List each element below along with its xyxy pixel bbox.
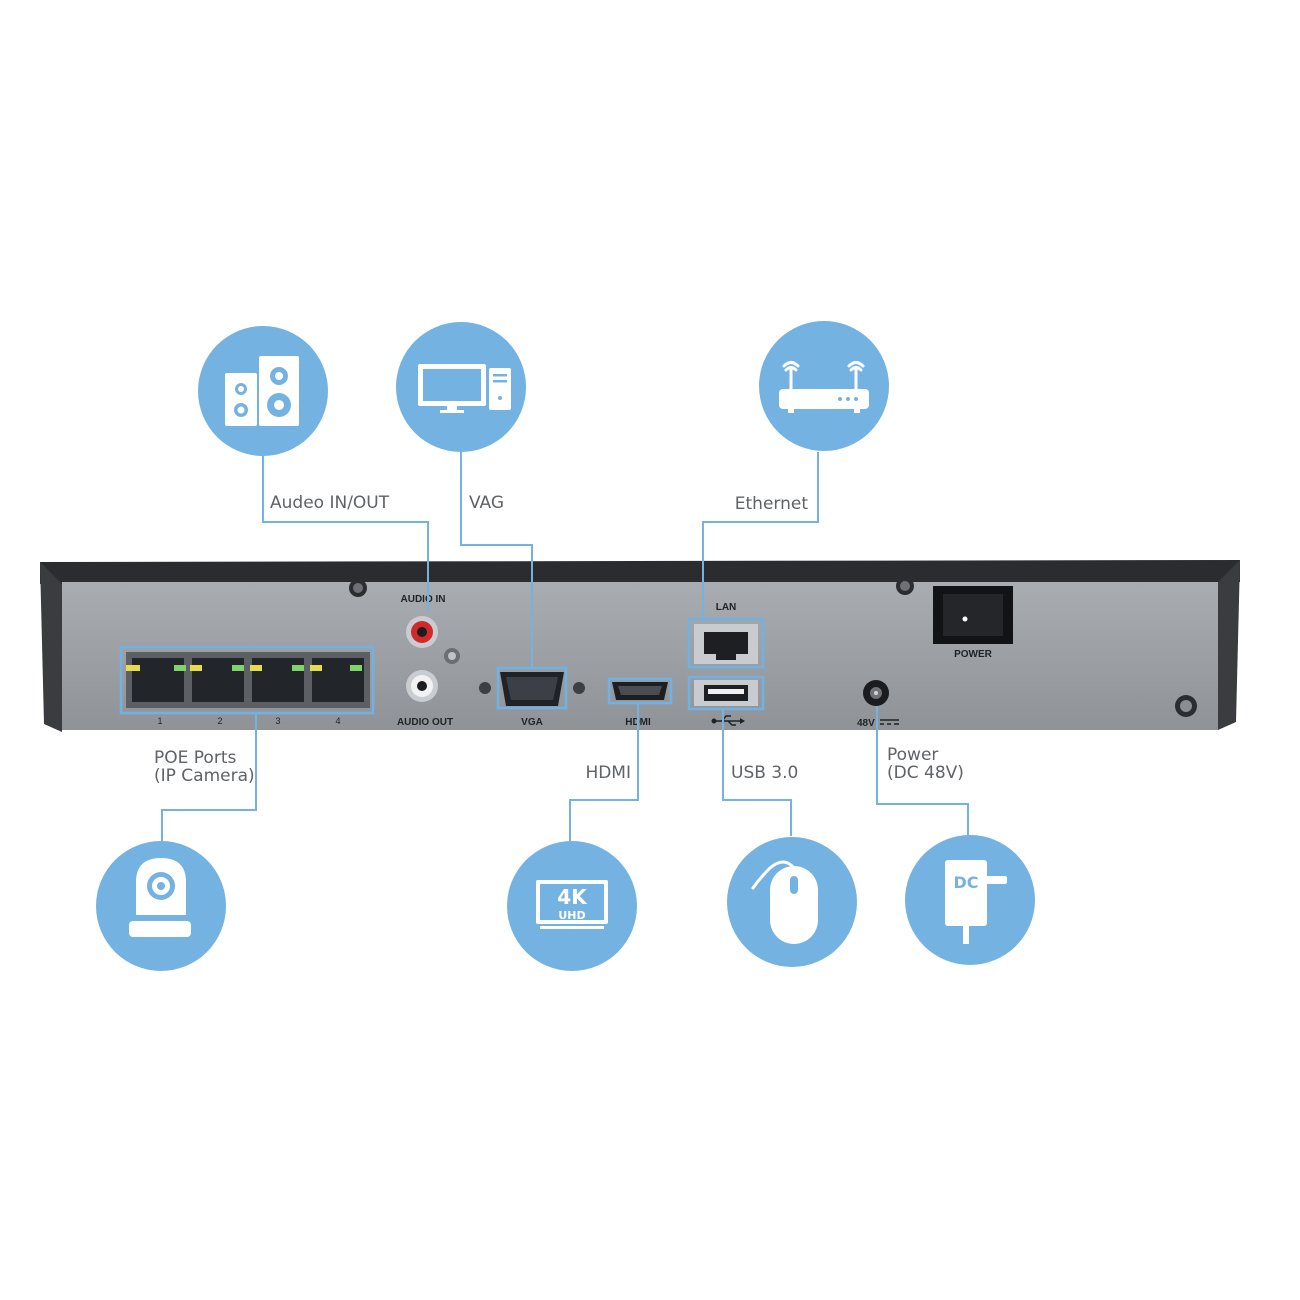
ip-camera-icon <box>96 841 226 971</box>
port-number-3: 3 <box>275 716 280 726</box>
speakers-icon <box>198 326 328 456</box>
tv-uhd-text: UHD <box>558 909 585 922</box>
dc-voltage-label: 48V <box>857 718 875 729</box>
chassis-left-wall <box>40 562 62 732</box>
poe-port[interactable] <box>126 658 186 702</box>
router-icon <box>759 321 889 451</box>
vga-label: VGA <box>521 717 543 728</box>
callout-poe-line1: POE Ports <box>154 748 236 768</box>
leader-ethernet <box>702 452 819 619</box>
screw-left <box>349 579 367 597</box>
port-number-2: 2 <box>217 716 222 726</box>
4k-uhd-tv-icon: 4K UHD <box>507 841 637 971</box>
hdmi-port[interactable] <box>607 677 673 705</box>
dc-adapter-icon: DC <box>905 835 1035 965</box>
usb-highlight <box>687 675 765 711</box>
poe-ports[interactable]: 1 2 3 4 <box>119 645 375 726</box>
vga-port[interactable] <box>479 666 585 710</box>
audio-out-jack[interactable] <box>406 670 438 702</box>
callout-labels: Audeo IN/OUT VAG Ethernet POE Ports (IP … <box>154 493 964 786</box>
audio-out-label: AUDIO OUT <box>397 717 453 728</box>
screw-right <box>896 577 914 595</box>
audio-in-label: AUDIO IN <box>401 594 446 605</box>
lan-label: LAN <box>716 602 737 613</box>
ground-screw <box>1175 695 1197 717</box>
port-number-1: 1 <box>157 716 162 726</box>
computer-icon <box>396 322 526 452</box>
poe-port[interactable] <box>190 658 244 702</box>
hdmi-highlight <box>607 677 673 705</box>
callout-hdmi: HDMI <box>585 763 631 783</box>
callout-audio: Audeo IN/OUT <box>270 493 390 513</box>
leader-lines <box>161 452 969 842</box>
callout-power-line1: Power <box>887 745 938 765</box>
audio-in-jack[interactable] <box>406 616 438 648</box>
leader-vga <box>460 452 533 668</box>
dc-mark-text: DC <box>953 873 978 892</box>
callout-usb: USB 3.0 <box>731 763 798 783</box>
callout-ethernet: Ethernet <box>735 494 809 514</box>
lan-port[interactable] <box>687 617 765 669</box>
leader-poe <box>161 713 257 842</box>
callout-vga: VAG <box>469 493 504 513</box>
leader-audio <box>262 456 429 612</box>
poe-highlight <box>119 645 375 715</box>
chassis-right-wall <box>1218 560 1240 730</box>
leader-hdmi <box>569 703 639 842</box>
lan-highlight <box>687 617 765 669</box>
usb-port[interactable] <box>687 675 765 711</box>
dc-symbol-icon <box>880 719 899 725</box>
nvr-rear-panel: 1 2 3 4 AUDIO IN AUDIO OUT VGA <box>40 560 1240 732</box>
tv-4k-text: 4K <box>557 885 588 909</box>
dc-jack[interactable] <box>863 680 889 706</box>
callout-power-line2: (DC 48V) <box>887 763 964 783</box>
power-switch[interactable] <box>933 586 1013 644</box>
power-label: POWER <box>954 649 993 660</box>
mouse-icon <box>727 837 857 967</box>
leader-usb <box>722 709 792 836</box>
port-number-4: 4 <box>335 716 340 726</box>
poe-port[interactable] <box>250 658 304 702</box>
poe-port[interactable] <box>310 658 364 702</box>
leader-power <box>876 706 969 836</box>
chassis-top-edge <box>40 560 1240 584</box>
callout-poe-line2: (IP Camera) <box>154 766 255 786</box>
audio-post <box>444 648 460 664</box>
